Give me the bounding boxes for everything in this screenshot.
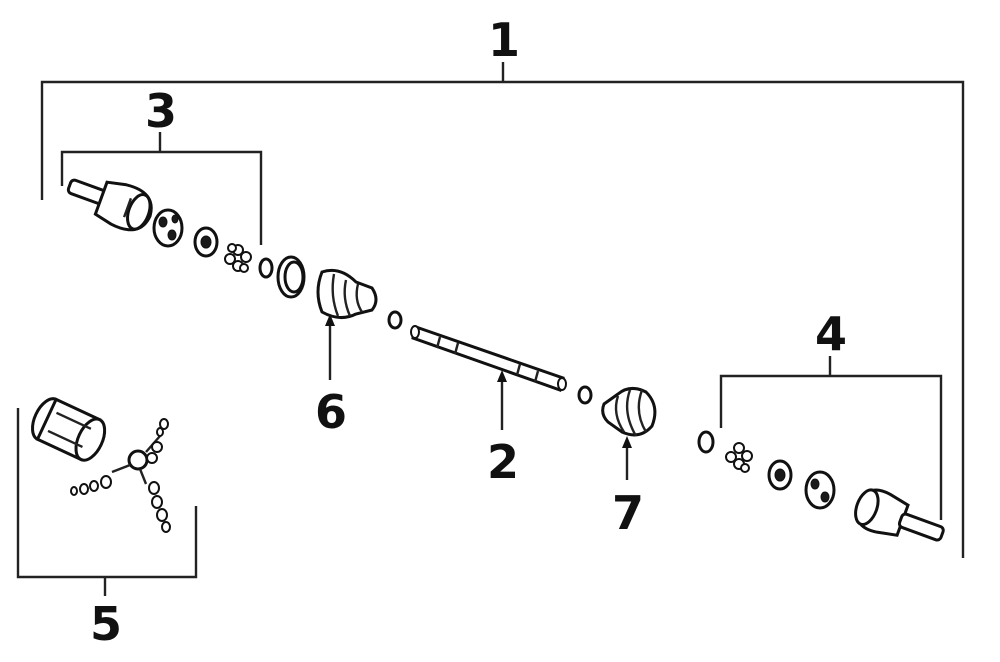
inner-race <box>193 226 219 258</box>
snap-ring-outer <box>697 430 715 454</box>
leader-boot-inner <box>325 314 335 380</box>
callout-3: 3 <box>145 84 177 138</box>
small-ring-outer <box>577 385 593 405</box>
boot-clamp-inner <box>276 255 306 299</box>
snap-ring-inner <box>258 257 274 279</box>
callout-2: 2 <box>487 435 519 489</box>
outer-cv-housing <box>854 488 945 542</box>
callout-1: 1 <box>488 13 520 67</box>
tripod-housing <box>31 397 107 462</box>
callout-6: 6 <box>315 385 347 439</box>
callout-7: 7 <box>612 486 644 540</box>
leader-shaft <box>497 370 507 430</box>
bracket-tripod-kit <box>16 408 198 596</box>
inner-cv-housing <box>66 178 153 232</box>
axle-shaft <box>410 325 567 392</box>
inner-bearing-cage <box>152 208 184 248</box>
outer-ball-set <box>725 442 753 473</box>
tripod-rollers <box>70 418 171 533</box>
outer-inner-race <box>767 459 793 491</box>
outer-boot <box>601 387 657 437</box>
bracket-assembly <box>40 62 965 558</box>
inner-boot <box>316 268 378 319</box>
tripod-spider <box>111 435 163 485</box>
callout-5: 5 <box>90 597 122 651</box>
callout-4: 4 <box>815 307 847 361</box>
outer-bearing-cage <box>804 470 836 510</box>
bracket-inner-joint-kit <box>60 132 263 245</box>
ball-set <box>224 243 252 273</box>
leader-boot-outer <box>622 436 632 480</box>
bracket-outer-joint-kit <box>719 356 943 520</box>
small-ring-inner <box>387 310 403 330</box>
